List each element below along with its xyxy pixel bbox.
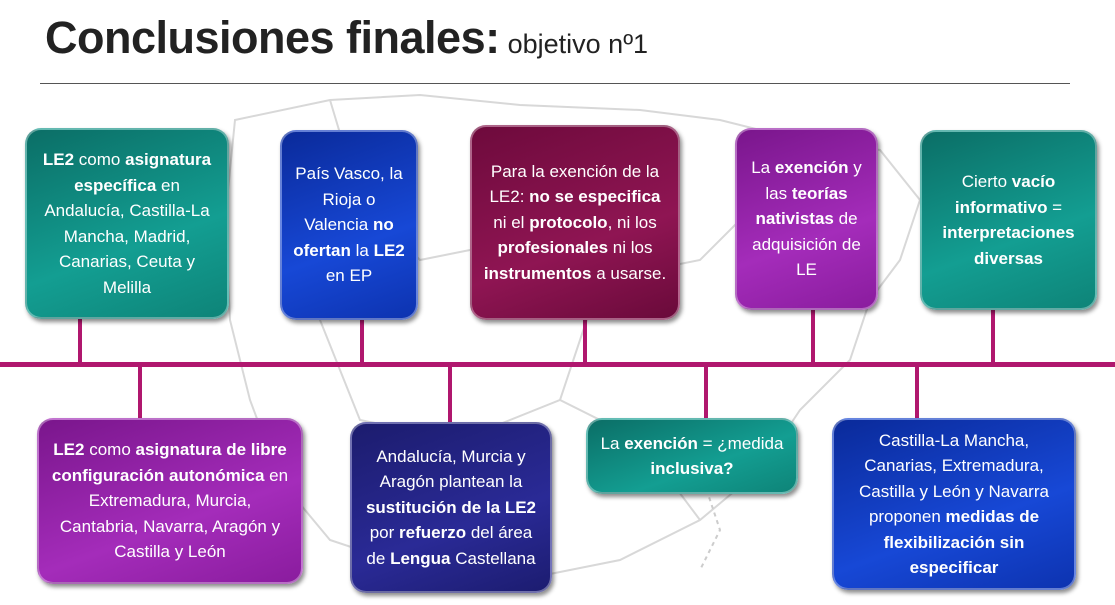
text: = ¿medida bbox=[697, 433, 784, 453]
text: y las bbox=[765, 158, 862, 203]
text: Cierto bbox=[961, 172, 1012, 191]
box-text: Cierto vacío informativo = interpretacio… bbox=[932, 169, 1085, 271]
slide-title: Conclusiones finales:objetivo nº1 bbox=[45, 12, 648, 64]
text: La bbox=[751, 158, 775, 178]
box-text: Andalucía, Murcia y Aragón plantean la s… bbox=[362, 444, 540, 572]
bottom-box-3: La exención = ¿medida inclusiva? bbox=[586, 418, 798, 494]
bold-text: inclusiva? bbox=[650, 459, 734, 478]
top-box-1: LE2 como asignatura específica en Andalu… bbox=[25, 128, 229, 319]
connector bbox=[138, 364, 142, 420]
connector bbox=[991, 308, 995, 364]
connector bbox=[704, 364, 708, 420]
text: País Vasco, la Rioja o Valencia bbox=[295, 164, 403, 235]
title-subtitle: objetivo nº1 bbox=[507, 29, 649, 59]
text: ni los bbox=[608, 238, 653, 258]
bold-text: asignatura específica bbox=[74, 150, 212, 195]
connector bbox=[915, 364, 919, 420]
box-text: Castilla-La Mancha, Canarias, Extremadur… bbox=[844, 428, 1064, 581]
title-divider bbox=[40, 83, 1070, 84]
text: Castilla-La Mancha, Canarias, Extremadur… bbox=[859, 430, 1049, 527]
connector bbox=[811, 308, 815, 364]
text: por bbox=[369, 523, 400, 543]
bold-text: asignatura de libre configuración autonó… bbox=[51, 440, 287, 485]
connector bbox=[78, 316, 82, 364]
connector bbox=[583, 318, 587, 364]
text: del área de bbox=[366, 523, 533, 568]
bold-text: instrumentos bbox=[483, 263, 592, 283]
connector bbox=[448, 364, 452, 424]
bold-text: no ofertan bbox=[293, 215, 394, 260]
top-box-3: Para la exención de la LE2: no se especi… bbox=[470, 125, 680, 320]
text: la bbox=[350, 240, 374, 260]
bottom-box-4: Castilla-La Mancha, Canarias, Extremadur… bbox=[832, 418, 1076, 590]
bottom-box-2: Andalucía, Murcia y Aragón plantean la s… bbox=[350, 422, 552, 593]
box-text: Para la exención de la LE2: no se especi… bbox=[482, 159, 668, 287]
text: como bbox=[84, 440, 136, 460]
text: Andalucía, Murcia y Aragón plantean la bbox=[376, 446, 526, 492]
top-box-2: País Vasco, la Rioja o Valencia no ofert… bbox=[280, 130, 418, 320]
top-box-5: Cierto vacío informativo = interpretacio… bbox=[920, 130, 1097, 310]
bold-text: LE2 bbox=[373, 240, 405, 260]
connector bbox=[360, 318, 364, 364]
bold-text: no se especifica bbox=[529, 187, 661, 207]
text: de adquisición de LE bbox=[752, 209, 861, 280]
text: ni el bbox=[493, 212, 530, 232]
box-text: La exención = ¿medida inclusiva? bbox=[598, 431, 786, 482]
box-text: La exención y las teorías nativistas de … bbox=[747, 155, 866, 283]
bold-text: sustitución de la LE2 bbox=[365, 497, 537, 517]
bold-text: refuerzo bbox=[399, 523, 467, 543]
bottom-box-1: LE2 como asignatura de libre configuraci… bbox=[37, 418, 303, 584]
top-box-4: La exención y las teorías nativistas de … bbox=[735, 128, 878, 310]
bold-text: profesionales bbox=[497, 238, 609, 258]
text: en EP bbox=[325, 266, 373, 286]
text: en Andalucía, Castilla-La Mancha, Madrid… bbox=[44, 175, 210, 297]
title-main: Conclusiones finales: bbox=[45, 12, 500, 63]
text: La bbox=[600, 433, 625, 453]
bold-text: teorías nativistas bbox=[755, 183, 848, 229]
text: a usarse. bbox=[591, 263, 667, 283]
bold-text: exención bbox=[774, 158, 849, 178]
bold-text: protocolo bbox=[529, 212, 608, 232]
text: como bbox=[74, 150, 126, 169]
text: = bbox=[1047, 197, 1063, 217]
text: Para la exención de la LE2: bbox=[489, 161, 660, 207]
text: Castellana bbox=[450, 548, 536, 568]
bold-text: exención bbox=[624, 433, 698, 453]
text: , ni los bbox=[607, 212, 657, 232]
text: en Extremadura, Murcia, Cantabria, Navar… bbox=[59, 465, 289, 562]
timeline-axis bbox=[0, 362, 1115, 367]
bold-text: LE2 bbox=[53, 440, 85, 460]
bold-text: Lengua bbox=[390, 548, 451, 568]
box-text: LE2 como asignatura específica en Andalu… bbox=[37, 147, 217, 300]
bold-text: LE2 bbox=[42, 150, 75, 169]
box-text: LE2 como asignatura de libre configuraci… bbox=[49, 437, 291, 565]
bold-text: interpretaciones diversas bbox=[942, 223, 1075, 268]
box-text: País Vasco, la Rioja o Valencia no ofert… bbox=[292, 161, 406, 289]
bold-text: vacío informativo bbox=[954, 172, 1056, 217]
bold-text: medidas de flexibilización sin especific… bbox=[883, 507, 1040, 577]
